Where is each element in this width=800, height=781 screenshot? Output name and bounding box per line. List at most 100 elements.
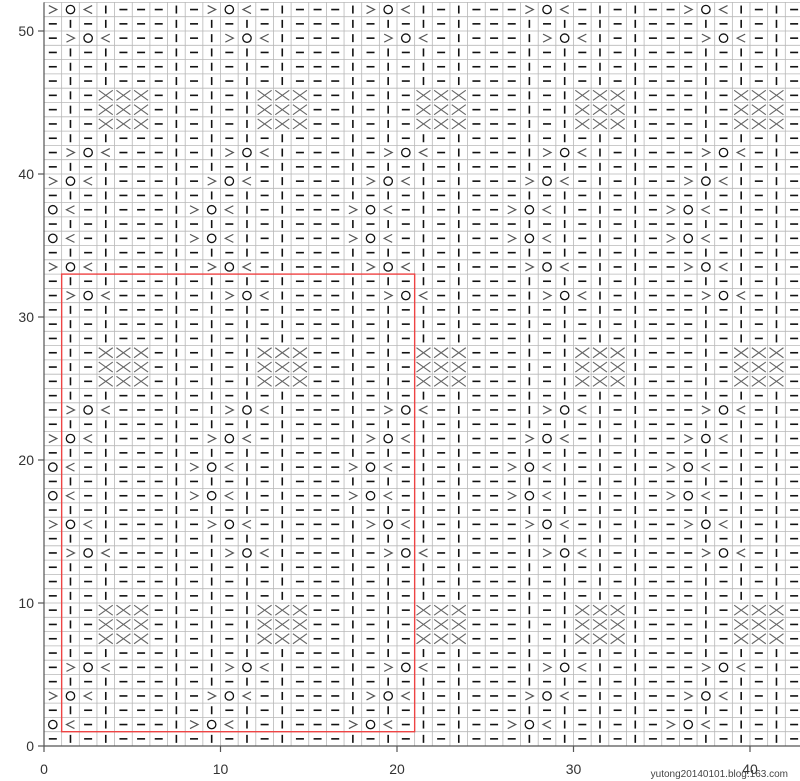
- decrease-left-symbol: [542, 405, 553, 415]
- cable-cross-symbol: [592, 104, 608, 116]
- cable-cross-symbol: [257, 118, 272, 130]
- decrease-left-symbol: [348, 720, 359, 730]
- decrease-right-symbol: [718, 176, 728, 186]
- yarn-over-symbol: [559, 662, 570, 673]
- yarn-over-symbol: [701, 519, 711, 530]
- yarn-over-symbol: [65, 433, 76, 444]
- decrease-right-symbol: [700, 233, 711, 243]
- decrease-right-symbol: [82, 519, 93, 529]
- cable-cross-symbol: [292, 347, 308, 359]
- decrease-right-symbol: [400, 519, 411, 529]
- decrease-left-symbol: [507, 491, 518, 501]
- yarn-over-symbol: [242, 548, 252, 558]
- yarn-over-symbol: [47, 490, 58, 501]
- cable-cross-symbol: [133, 118, 149, 130]
- cable-cross-symbol: [116, 347, 131, 359]
- yarn-over-symbol: [242, 405, 252, 415]
- cable-cross-symbol: [257, 604, 272, 616]
- cable-cross-symbol: [451, 118, 467, 130]
- yarn-over-symbol: [365, 462, 376, 472]
- decrease-left-symbol: [525, 434, 535, 444]
- decrease-right-symbol: [382, 233, 393, 243]
- cable-cross-symbol: [116, 104, 131, 116]
- cable-cross-symbol: [98, 619, 114, 630]
- cable-cross-symbol: [769, 633, 784, 645]
- cable-cross-symbol: [575, 375, 590, 387]
- decrease-right-symbol: [382, 205, 393, 215]
- decrease-right-symbol: [735, 148, 746, 158]
- chart-grid: [43, 1, 800, 747]
- cable-cross-symbol: [274, 104, 290, 116]
- decrease-right-symbol: [223, 205, 234, 215]
- decrease-left-symbol: [348, 205, 359, 215]
- yarn-over-symbol: [206, 204, 217, 215]
- cable-cross-symbol: [133, 633, 149, 645]
- cable-cross-symbol: [751, 361, 767, 373]
- cable-cross-symbol: [592, 361, 608, 373]
- yarn-over-symbol: [383, 4, 394, 15]
- yarn-over-symbol: [65, 4, 76, 15]
- cable-cross-symbol: [575, 118, 590, 130]
- decrease-left-symbol: [542, 33, 553, 43]
- decrease-right-symbol: [576, 548, 587, 558]
- decrease-left-symbol: [666, 233, 676, 243]
- yarn-over-symbol: [559, 290, 570, 301]
- cable-cross-symbol: [274, 347, 290, 359]
- x-tick-label: 40: [742, 761, 758, 777]
- cable-cross-symbol: [733, 633, 749, 645]
- cable-cross-symbol: [274, 118, 290, 130]
- yarn-over-symbol: [365, 233, 376, 244]
- decrease-right-symbol: [82, 5, 93, 15]
- decrease-left-symbol: [366, 519, 376, 529]
- decrease-right-symbol: [700, 491, 711, 501]
- decrease-left-symbol: [701, 662, 712, 672]
- decrease-right-symbol: [418, 291, 428, 301]
- decrease-left-symbol: [542, 148, 553, 158]
- decrease-right-symbol: [559, 5, 569, 15]
- cable-cross-symbol: [416, 604, 431, 616]
- cable-cross-symbol: [592, 347, 608, 359]
- decrease-left-symbol: [542, 548, 553, 558]
- yarn-over-symbol: [542, 433, 552, 444]
- decrease-left-symbol: [383, 662, 394, 672]
- decrease-right-symbol: [400, 5, 411, 15]
- decrease-left-symbol: [48, 176, 59, 186]
- decrease-right-symbol: [718, 262, 728, 272]
- yarn-over-symbol: [224, 519, 235, 530]
- decrease-left-symbol: [225, 33, 235, 43]
- cable-cross-symbol: [98, 104, 114, 116]
- cable-cross-symbol: [98, 361, 114, 373]
- cable-cross-symbol: [610, 347, 625, 359]
- decrease-left-symbol: [48, 262, 59, 272]
- cable-cross-symbol: [575, 619, 590, 630]
- yarn-over-symbol: [224, 691, 235, 701]
- x-tick-label: 20: [389, 761, 405, 777]
- yarn-over-symbol: [206, 233, 217, 244]
- cable-cross-symbol: [575, 104, 590, 116]
- decrease-right-symbol: [259, 405, 269, 415]
- cable-cross-symbol: [257, 619, 272, 630]
- cable-cross-symbol: [292, 604, 308, 616]
- x-tick-label: 0: [40, 761, 48, 777]
- yarn-over-symbol: [524, 204, 535, 215]
- cable-cross-symbol: [433, 633, 449, 645]
- decrease-right-symbol: [718, 519, 728, 529]
- cable-cross-symbol: [133, 89, 149, 101]
- cable-cross-symbol: [116, 633, 131, 645]
- yarn-over-symbol: [365, 204, 376, 215]
- decrease-left-symbol: [189, 462, 200, 472]
- yarn-over-symbol: [542, 691, 552, 701]
- yarn-over-symbol: [65, 176, 76, 186]
- cable-cross-symbol: [610, 361, 625, 373]
- yarn-over-symbol: [718, 662, 729, 673]
- decrease-right-symbol: [541, 720, 552, 730]
- decrease-right-symbol: [241, 434, 252, 444]
- decrease-right-symbol: [65, 491, 75, 501]
- decrease-right-symbol: [241, 691, 252, 701]
- decrease-left-symbol: [189, 205, 200, 215]
- cable-cross-symbol: [98, 633, 114, 645]
- yarn-over-symbol: [242, 33, 252, 44]
- decrease-right-symbol: [65, 233, 75, 243]
- decrease-left-symbol: [666, 205, 676, 215]
- x-tick-label: 30: [566, 761, 582, 777]
